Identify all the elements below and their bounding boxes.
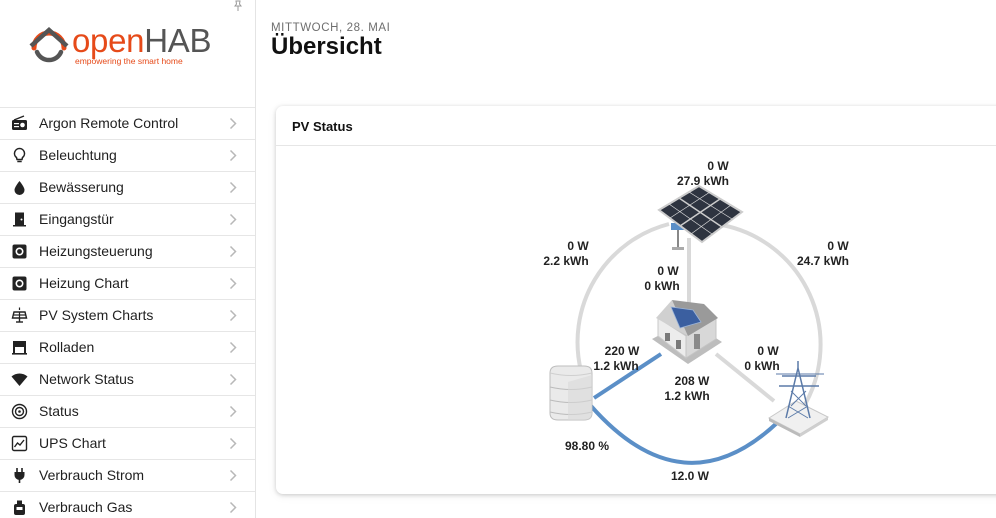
battery-to-home-power: 220 W	[605, 344, 640, 358]
sidebar-item-bewaesserung[interactable]: Bewässerung	[0, 171, 255, 203]
solar-to-grid-power: 0 W	[827, 239, 849, 253]
solar-to-home-energy: 0 kWh	[644, 279, 679, 293]
water-drop-icon	[14, 181, 25, 195]
chevron-right-icon	[229, 245, 237, 258]
logo-tagline: empowering the smart home	[75, 56, 183, 66]
grid-to-home-power: 0 W	[757, 344, 779, 358]
heating-icon	[12, 276, 27, 291]
plug-icon	[14, 468, 25, 483]
sidebar-item-label: Heizung Chart	[39, 275, 129, 291]
sidebar-item-label: Bewässerung	[39, 179, 124, 195]
battery-icon[interactable]	[549, 365, 593, 421]
energy-flow-diagram: 0 W 27.9 kWh 0 W 2.2 kWh 0 W 24.7 kWh 0 …	[543, 159, 849, 483]
sidebar-item-eingangstuer[interactable]: Eingangstür	[0, 203, 255, 235]
shutter-icon	[12, 341, 27, 355]
solar-power-value: 0 W	[707, 159, 729, 173]
card-title: PV Status	[292, 119, 353, 134]
chart-icon	[11, 435, 28, 452]
solar-to-battery-power: 0 W	[567, 239, 589, 253]
sidebar-item-heizung-chart[interactable]: Heizung Chart	[0, 267, 255, 299]
pv-status-card[interactable]: PV Status	[276, 106, 996, 494]
sidebar-item-label: Beleuchtung	[39, 147, 117, 163]
home-energy-value: 1.2 kWh	[664, 389, 709, 403]
battery-soc-value: 98.80 %	[565, 439, 609, 453]
sidebar-item-ups-chart[interactable]: UPS Chart	[0, 427, 255, 459]
chevron-right-icon	[229, 501, 237, 514]
sidebar-item-label: Eingangstür	[39, 211, 114, 227]
sidebar-menu: Argon Remote Control Beleuchtung Bewässe…	[0, 107, 255, 518]
sidebar-item-pv-system-charts[interactable]: PV System Charts	[0, 299, 255, 331]
home-power-value: 208 W	[675, 374, 710, 388]
battery-to-home-energy: 1.2 kWh	[593, 359, 638, 373]
sidebar-item-rolladen[interactable]: Rolladen	[0, 331, 255, 363]
chevron-right-icon	[229, 405, 237, 418]
gas-icon	[14, 500, 25, 515]
sidebar-item-label: Verbrauch Strom	[39, 467, 145, 483]
lightbulb-icon	[13, 147, 26, 163]
grid-to-home-energy: 0 kWh	[744, 359, 779, 373]
sidebar-item-argon-remote-control[interactable]: Argon Remote Control	[0, 107, 255, 139]
battery-grid-power: 12.0 W	[671, 469, 710, 483]
chevron-right-icon	[229, 469, 237, 482]
grid-pylon-icon[interactable]	[767, 361, 830, 437]
battery-home-line	[592, 352, 663, 400]
sidebar-item-heizungsteuerung[interactable]: Heizungsteuerung	[0, 235, 255, 267]
door-icon	[13, 212, 26, 227]
status-icon	[11, 403, 28, 420]
chevron-right-icon	[229, 373, 237, 386]
chevron-right-icon	[229, 277, 237, 290]
page-title: Übersicht	[271, 33, 382, 60]
sidebar-item-label: Argon Remote Control	[39, 115, 179, 131]
sidebar-item-network-status[interactable]: Network Status	[0, 363, 255, 395]
logo-wordmark: openHAB	[72, 22, 212, 59]
solar-grid-arc	[715, 222, 823, 413]
chevron-right-icon	[229, 309, 237, 322]
heating-icon	[12, 244, 27, 259]
sidebar-item-label: UPS Chart	[39, 435, 106, 451]
card-divider	[276, 145, 996, 146]
chevron-right-icon	[229, 149, 237, 162]
chevron-right-icon	[229, 181, 237, 194]
sidebar: openHAB empowering the smart home Argon …	[0, 0, 256, 518]
grid-home-line	[714, 352, 776, 403]
house-icon[interactable]	[652, 300, 722, 364]
sidebar-item-verbrauch-strom[interactable]: Verbrauch Strom	[0, 459, 255, 491]
sidebar-item-beleuchtung[interactable]: Beleuchtung	[0, 139, 255, 171]
openhab-logo[interactable]: openHAB empowering the smart home	[27, 22, 227, 70]
sidebar-item-label: Heizungsteuerung	[39, 243, 153, 259]
sidebar-item-label: Rolladen	[39, 339, 95, 355]
solar-energy-value: 27.9 kWh	[677, 174, 729, 188]
solar-to-battery-energy: 2.2 kWh	[543, 254, 588, 268]
radio-icon	[12, 115, 27, 130]
chevron-right-icon	[229, 437, 237, 450]
chevron-right-icon	[229, 117, 237, 130]
pin-icon[interactable]	[232, 0, 244, 12]
solar-to-home-power: 0 W	[657, 264, 679, 278]
chevron-right-icon	[229, 341, 237, 354]
sidebar-item-label: Network Status	[39, 371, 134, 387]
sidebar-item-label: Status	[39, 403, 79, 419]
wifi-icon	[11, 373, 28, 386]
sidebar-item-label: PV System Charts	[39, 307, 154, 323]
solar-battery-arc	[575, 222, 670, 372]
openhab-logo-icon	[29, 26, 69, 63]
battery-grid-arc	[589, 404, 780, 465]
sidebar-item-label: Verbrauch Gas	[39, 499, 133, 515]
sidebar-item-status[interactable]: Status	[0, 395, 255, 427]
solar-panel-icon	[11, 307, 28, 323]
chevron-right-icon	[229, 213, 237, 226]
solar-panel-icon[interactable]	[657, 184, 744, 250]
solar-to-grid-energy: 24.7 kWh	[797, 254, 849, 268]
sidebar-item-verbrauch-gas[interactable]: Verbrauch Gas	[0, 491, 255, 518]
page-date: MITTWOCH, 28. MAI	[271, 22, 391, 34]
